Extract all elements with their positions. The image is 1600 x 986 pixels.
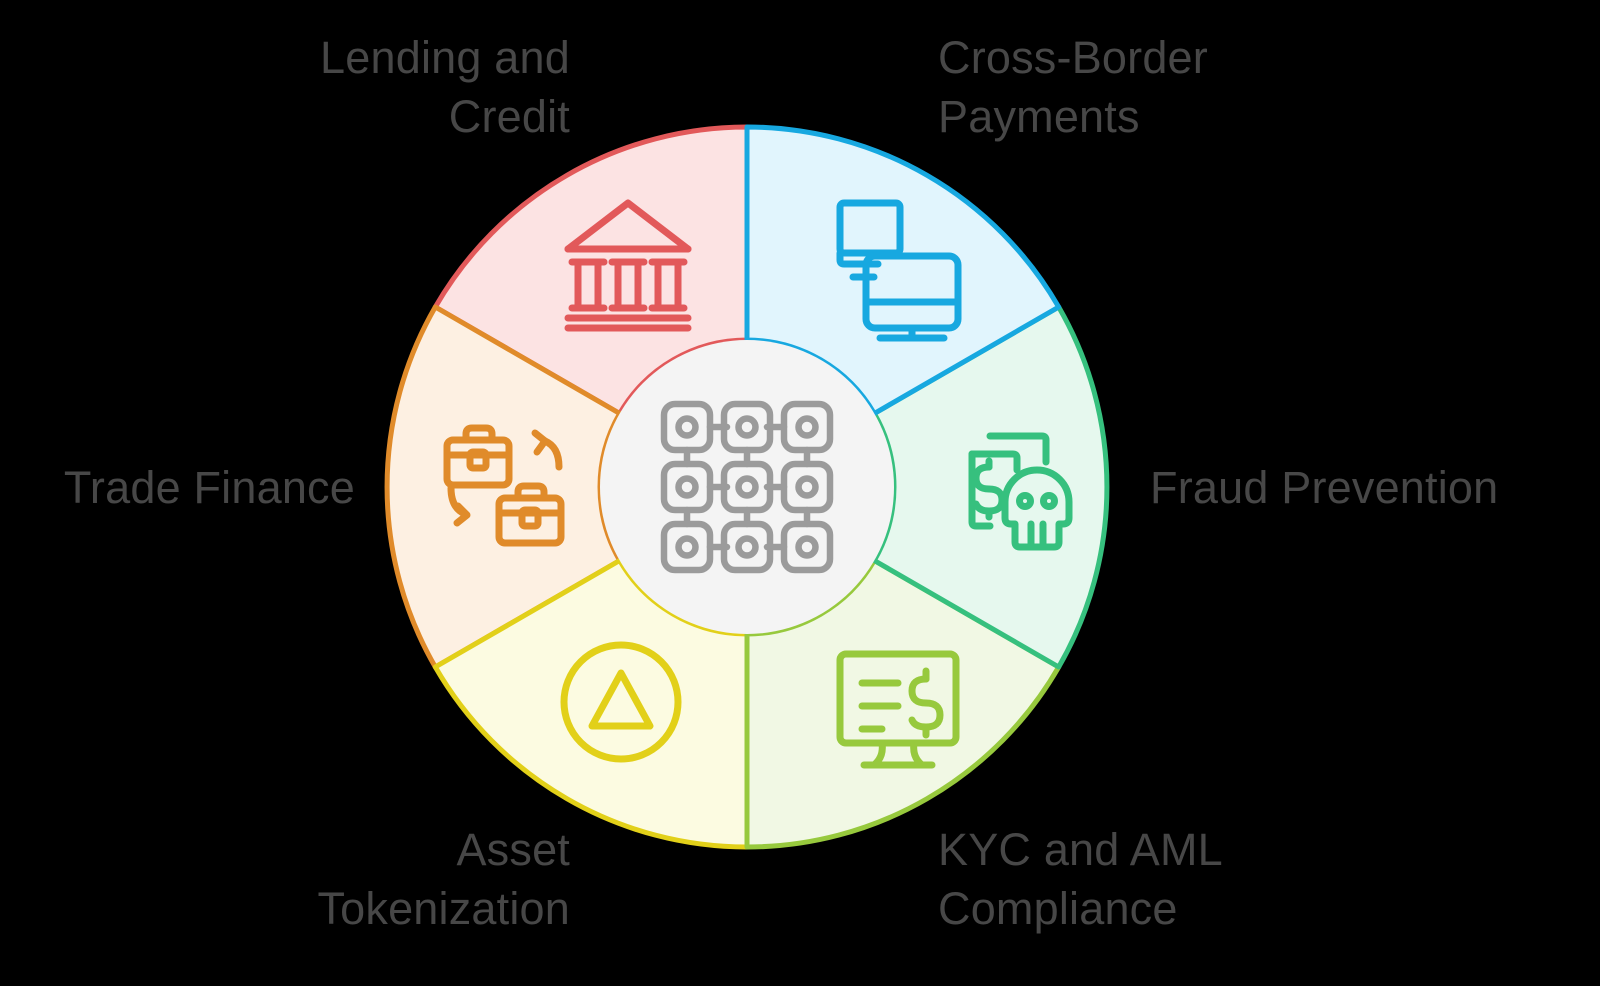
label-lending-and-credit: Lending and Credit [320,32,570,143]
label-kyc-and-aml-compliance: KYC and AML Compliance [938,824,1223,935]
briefcase-exchange-icon [443,424,565,547]
bank-building-icon [564,199,692,332]
center-hub[interactable] [600,340,894,634]
label-cross-border-payments: Cross-Border Payments [938,32,1208,143]
label-fraud-prevention: Fraud Prevention [1150,462,1499,513]
monitor-dollar-icon [836,650,960,769]
label-asset-tokenization: Asset Tokenization [317,824,570,935]
two-monitors-icon [836,199,962,342]
center-hub-circle [600,340,894,634]
triangle-in-circle-icon [560,641,682,763]
label-trade-finance: Trade Finance [63,462,355,513]
money-skull-icon [968,432,1073,551]
blockchain-grid-icon [660,400,834,574]
